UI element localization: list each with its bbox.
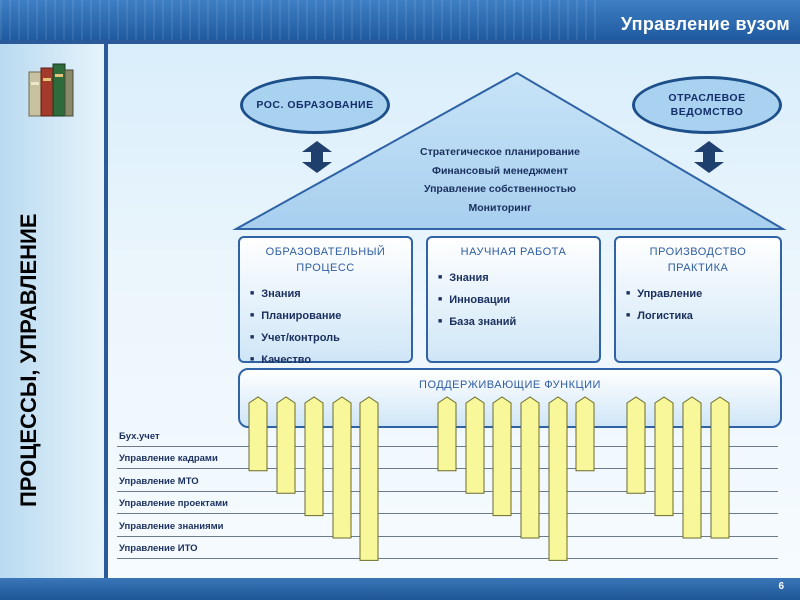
- support-label: ПОДДЕРЖИВАЮЩИЕ ФУНКЦИИ: [419, 379, 601, 391]
- roof-text: Стратегическое планирование Финансовый м…: [360, 143, 640, 217]
- function-row-label: Управление знаниями: [119, 520, 224, 532]
- function-bar: [520, 396, 540, 539]
- roof-line: Мониторинг: [468, 201, 532, 214]
- list-item: ■Учет/контроль: [250, 332, 340, 344]
- pillar-research: НАУЧНАЯ РАБОТА ■Знания ■Инновации ■База …: [426, 236, 601, 363]
- external-label: ОТРАСЛЕВОЕ: [668, 92, 746, 104]
- footer-bar: [0, 578, 800, 600]
- function-row-label: Управление ИТО: [119, 543, 198, 554]
- external-label: ВЕДОМСТВО: [670, 106, 744, 118]
- list-item: ■Логистика: [626, 310, 693, 322]
- pillar-title: ОБРАЗОВАТЕЛЬНЫЙ ПРОЦЕСС: [240, 244, 411, 276]
- function-row-label: Управление проектами: [119, 498, 228, 510]
- function-bar: [654, 396, 674, 517]
- list-item: ■Планирование: [250, 310, 342, 322]
- pillar-title-line: ПРАКТИКА: [667, 262, 729, 274]
- function-bar: [575, 396, 595, 472]
- pillar-title-line: ПРОИЗВОДСТВО: [649, 246, 747, 258]
- double-arrow-icon: [302, 141, 332, 173]
- left-panel: [0, 44, 104, 578]
- header-stripes: [0, 0, 600, 40]
- function-row-label: Управление кадрами: [119, 453, 218, 465]
- external-label: РОС. ОБРАЗОВАНИЕ: [256, 99, 374, 111]
- function-bar: [492, 396, 512, 517]
- page-title: Управление вузом: [620, 14, 790, 34]
- function-row-label: Бух.учет: [119, 431, 160, 442]
- double-arrow-icon: [694, 141, 724, 173]
- roof-line: Стратегическое планирование: [420, 146, 580, 158]
- list-item-text: Учет/контроль: [261, 332, 340, 344]
- list-item-text: Планирование: [261, 310, 342, 322]
- function-bar: [710, 396, 730, 539]
- function-bar: [332, 396, 352, 539]
- list-item-text: Логистика: [637, 310, 693, 322]
- list-item-text: Качество: [261, 354, 312, 366]
- list-item: ■Знания: [250, 288, 301, 300]
- list-item-text: Знания: [449, 272, 489, 284]
- function-bar: [465, 396, 485, 494]
- function-bar: [437, 396, 457, 472]
- list-item: ■База знаний: [438, 316, 517, 328]
- function-bar: [626, 396, 646, 494]
- roof-line: Управление собственностью: [423, 183, 577, 195]
- list-item-text: Знания: [261, 288, 301, 300]
- function-bar: [548, 396, 568, 561]
- function-bar: [359, 396, 379, 561]
- external-ellipse-left: РОС. ОБРАЗОВАНИЕ: [240, 76, 390, 134]
- page-number: 6: [778, 581, 784, 592]
- function-row-line: [117, 558, 778, 559]
- function-bar: [304, 396, 324, 517]
- roof-line: Финансовый менеджмент: [432, 164, 568, 177]
- pillar-list: ■Знания ■Планирование ■Учет/контроль ■Ка…: [240, 284, 411, 372]
- function-bar: [682, 396, 702, 539]
- list-item-text: База знаний: [449, 316, 517, 328]
- pillar-title: НАУЧНАЯ РАБОТА: [428, 244, 599, 260]
- list-item: ■Инновации: [438, 294, 511, 306]
- pillar-list: ■Управление ■Логистика: [616, 284, 780, 328]
- list-item-text: Управление: [637, 288, 703, 300]
- pillar-title: ПРОИЗВОДСТВО ПРАКТИКА: [616, 244, 780, 276]
- list-item: ■Знания: [438, 272, 489, 284]
- list-item-text: Инновации: [449, 294, 511, 306]
- list-item: ■Управление: [626, 288, 703, 300]
- function-bar: [276, 396, 296, 494]
- list-item: ■Качество: [250, 354, 312, 366]
- pillar-list: ■Знания ■Инновации ■База знаний: [428, 268, 599, 334]
- pillar-production: ПРОИЗВОДСТВО ПРАКТИКА ■Управление ■Логис…: [614, 236, 782, 363]
- pillar-title-line: ОБРАЗОВАТЕЛЬНЫЙ: [265, 246, 386, 258]
- external-ellipse-right: ОТРАСЛЕВОЕ ВЕДОМСТВО: [632, 76, 782, 134]
- pillar-education: ОБРАЗОВАТЕЛЬНЫЙ ПРОЦЕСС ■Знания ■Планиро…: [238, 236, 413, 366]
- books-icon: [28, 63, 74, 117]
- function-row-line: [117, 535, 778, 537]
- header-bar: [0, 0, 800, 40]
- function-row-line: [117, 513, 778, 515]
- pillar-title-line: НАУЧНАЯ РАБОТА: [460, 246, 567, 258]
- function-row-label: Управление МТО: [119, 475, 199, 487]
- function-row-line: [117, 490, 778, 492]
- function-bar: [248, 396, 268, 472]
- pillar-title-line: ПРОЦЕСС: [296, 262, 355, 274]
